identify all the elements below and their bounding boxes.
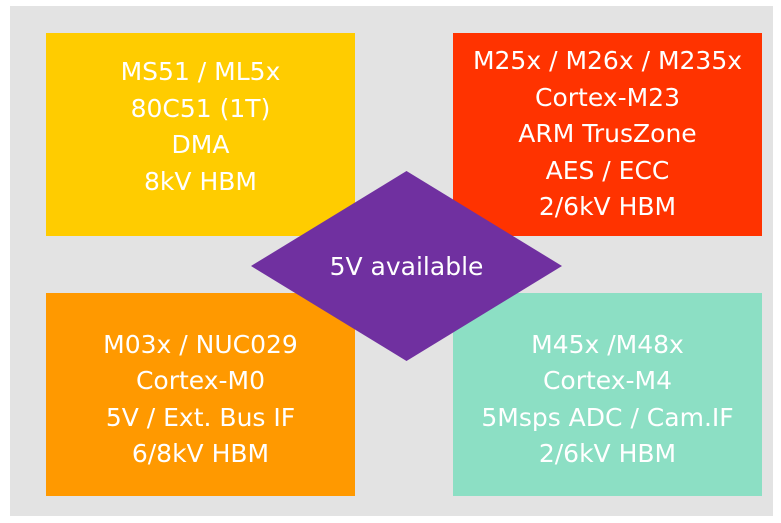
box-ms51-line-3: DMA — [171, 130, 230, 159]
box-m45x-line-3: 5Msps ADC / Cam.IF — [481, 402, 734, 432]
box-m03x-line-1: M03x / NUC029 — [103, 329, 298, 359]
box-ms51-ml5x: MS51 / ML5x 80C51 (1T) DMA 8kV HBM — [46, 33, 355, 236]
box-m25x-m26x-m235x: M25x / M26x / M235x Cortex-M23 ARM TrusZ… — [453, 33, 762, 236]
box-m45x-line-4: 2/6kV HBM — [538, 439, 677, 468]
box-m45x-line-2: Cortex-M4 — [542, 366, 673, 395]
box-m03x-line-3: 5V / Ext. Bus IF — [105, 402, 296, 432]
box-ms51-line-4: 8kV HBM — [144, 166, 257, 196]
box-m25x-line-2: Cortex-M23 — [535, 82, 680, 112]
box-m03x-nuc029: M03x / NUC029 Cortex-M0 5V / Ext. Bus IF… — [46, 293, 355, 496]
box-m25x-line-1: M25x / M26x / M235x — [472, 46, 743, 76]
box-m25x-line-4: AES / ECC — [545, 155, 670, 185]
diamond-shape — [251, 171, 562, 361]
box-m25x-line-3: ARM TrusZone — [518, 119, 697, 149]
diagram-canvas: MS51 / ML5x 80C51 (1T) DMA 8kV HBM M25x … — [10, 6, 773, 516]
box-m03x-line-4: 6/8kV HBM — [131, 439, 270, 468]
box-m25x-line-5: 2/6kV HBM — [538, 192, 677, 222]
box-m45x-line-1: M45x /M48x — [531, 329, 684, 359]
diamond-label: 5V available — [329, 251, 484, 281]
box-ms51-line-2: 80C51 (1T) — [130, 93, 271, 123]
box-ms51-line-1: MS51 / ML5x — [120, 57, 281, 86]
box-m03x-line-2: Cortex-M0 — [135, 366, 266, 395]
box-m45x-m48x: M45x /M48x Cortex-M4 5Msps ADC / Cam.IF … — [453, 293, 762, 496]
center-diamond: 5V available — [251, 171, 562, 361]
